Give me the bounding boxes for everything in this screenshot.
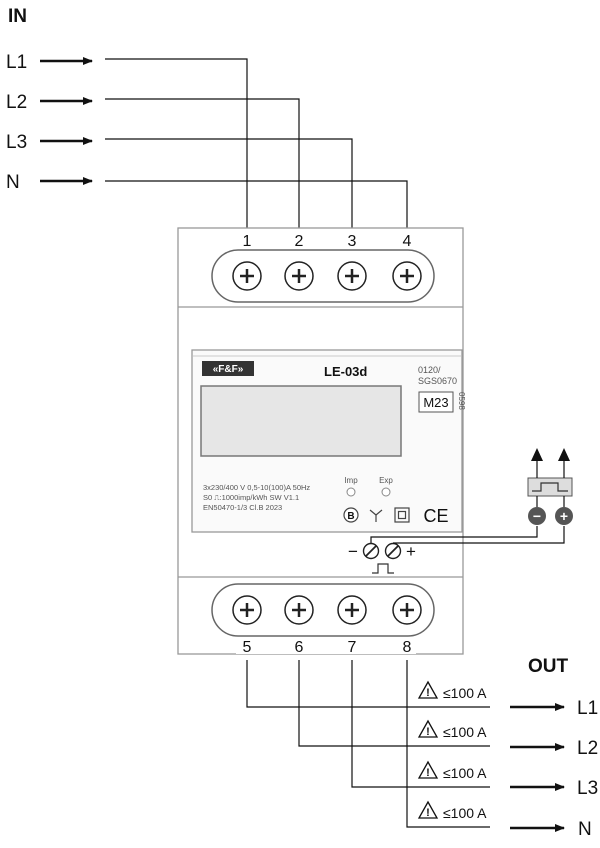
terminal-number-5: 5 (243, 639, 252, 656)
terminal-number-1: 1 (243, 233, 252, 250)
output-label-n: N (578, 819, 592, 840)
wire-pulse-minus (370, 526, 538, 543)
input-l2: L2 (6, 92, 93, 113)
warning-l1: ! ≤100 A (417, 680, 487, 701)
exp-label: Exp (379, 476, 393, 485)
input-label-n: N (6, 172, 20, 193)
warning-text-l1: ≤100 A (443, 685, 487, 701)
terminal-8-screw (392, 595, 422, 625)
wire-in-n (105, 180, 408, 232)
terminal-4-screw (392, 261, 422, 291)
output-label-l2: L2 (577, 738, 598, 759)
terminal-3-screw (337, 261, 367, 291)
lcd-display (200, 385, 402, 457)
warning-n: ! ≤100 A (417, 800, 487, 821)
input-l3: L3 (6, 132, 93, 153)
spec-line-2: S0 ⎍:1000imp/kWh SW V1.1 (203, 493, 299, 502)
terminal-number-8: 8 (403, 639, 412, 656)
spec-line-1: 3x230/400 V 0,5-10(100)A 50Hz (203, 483, 310, 492)
wire-out-n (406, 660, 490, 828)
external-minus-terminal (528, 507, 546, 525)
input-label-l2: L2 (6, 92, 27, 113)
output-l1: L1 (510, 698, 598, 719)
spec-line-3: EN50470-1/3 Cl.B 2023 (203, 503, 282, 512)
external-pulse-icon (532, 482, 568, 492)
metrology-mark-box (418, 391, 454, 413)
imp-label: Imp (344, 476, 358, 485)
wire-in-l2 (105, 98, 300, 232)
pulse-terminal: − + (348, 542, 416, 574)
wire-out-l3 (351, 660, 490, 788)
warning-icon (417, 719, 439, 738)
pulse-minus-screw (362, 542, 380, 560)
imp-led (346, 487, 356, 497)
output-l3: L3 (510, 778, 598, 799)
input-l1: L1 (6, 52, 93, 73)
wire-in-l1 (105, 58, 248, 232)
external-pulse-device: − + (527, 448, 573, 525)
warning-icon (417, 680, 439, 699)
warning-text-l2: ≤100 A (443, 724, 487, 740)
terminal-2-screw (284, 261, 314, 291)
terminal-number-2: 2 (295, 233, 304, 250)
ce-mark: CE (423, 506, 448, 526)
three-phase-icon (369, 509, 383, 522)
output-label-l1: L1 (577, 698, 598, 719)
pulse-plus-label: + (406, 542, 416, 561)
pulse-minus-label: − (348, 542, 358, 561)
warning-icon (417, 800, 439, 819)
wire-out-l2 (298, 660, 490, 747)
double-insulation-icon (394, 507, 410, 523)
notified-body-number: 0598 (457, 392, 466, 410)
out-heading: OUT (528, 656, 569, 677)
up-arrow-icon-left (531, 448, 543, 461)
output-l2: L2 (510, 738, 598, 759)
warning-l3: ! ≤100 A (417, 760, 487, 781)
cert-line-2: SGS0670 (418, 376, 457, 386)
b-mark: B (347, 511, 354, 522)
wire-out-l1 (246, 660, 490, 708)
svg-text:!: ! (426, 807, 430, 819)
terminal-number-6: 6 (295, 639, 304, 656)
exp-led (381, 487, 391, 497)
svg-text:!: ! (426, 687, 430, 699)
output-label-l3: L3 (577, 778, 598, 799)
in-heading: IN (8, 6, 27, 27)
model-name: LE-03d (324, 364, 367, 379)
brand-logo: «F&F» (202, 361, 254, 376)
cert-line-1: 0120/ (418, 365, 441, 375)
svg-text:!: ! (426, 726, 430, 738)
warning-text-n: ≤100 A (443, 805, 487, 821)
top-terminal-block (211, 249, 435, 303)
pulse-symbol-icon (372, 563, 394, 574)
terminal-1-screw (232, 261, 262, 291)
terminal-6-screw (284, 595, 314, 625)
external-plus-label: + (560, 508, 568, 524)
pulse-plus-screw (384, 542, 402, 560)
wire-pulse-plus (393, 526, 565, 544)
warning-l2: ! ≤100 A (417, 719, 487, 740)
up-arrow-icon-right (558, 448, 570, 461)
warning-text-l3: ≤100 A (443, 765, 487, 781)
output-n: N (510, 819, 592, 840)
svg-text:!: ! (426, 767, 430, 779)
bottom-terminal-block (211, 583, 435, 637)
input-n: N (6, 172, 93, 193)
terminal-7-screw (337, 595, 367, 625)
input-label-l1: L1 (6, 52, 27, 73)
external-plus-terminal (555, 507, 573, 525)
brand-logo-text: «F&F» (213, 364, 244, 375)
wire-in-l3 (105, 138, 353, 232)
terminal-5-screw (232, 595, 262, 625)
input-label-l3: L3 (6, 132, 27, 153)
warning-icon (417, 760, 439, 779)
terminal-number-3: 3 (348, 233, 357, 250)
metrology-mark: M23 (423, 395, 448, 410)
external-minus-label: − (533, 508, 541, 524)
terminal-number-4: 4 (403, 233, 412, 250)
b-mark-icon (343, 507, 359, 523)
terminal-number-7: 7 (348, 639, 357, 656)
